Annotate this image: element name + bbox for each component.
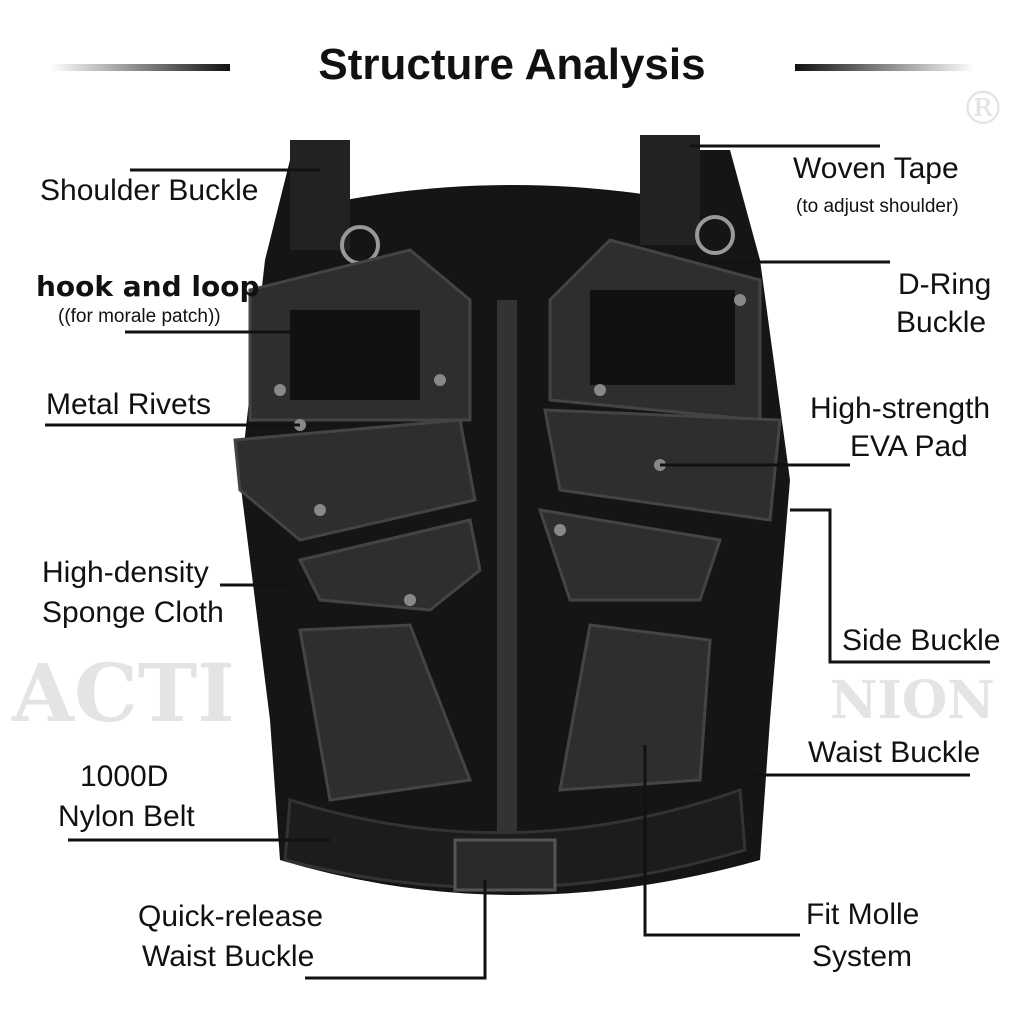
eva-pad: [233, 418, 477, 542]
label-sponge-line2: Sponge Cloth: [42, 596, 224, 629]
label-woven-tape-note: (to adjust shoulder): [796, 196, 959, 217]
label-hook-and-loop-note: ((for morale patch)): [58, 306, 221, 327]
label-d-ring-line1: D-Ring: [898, 268, 992, 301]
label-side-buckle: Side Buckle: [842, 624, 1001, 657]
molle-panel: [298, 623, 473, 802]
belt-buckle: [453, 838, 557, 892]
leader-quick-release: [305, 880, 487, 980]
shoulder-strap-right: [640, 135, 700, 245]
label-shoulder-buckle: Shoulder Buckle: [40, 174, 259, 207]
watermark-left: ACTI: [12, 646, 235, 740]
label-molle-line2: System: [812, 940, 913, 973]
title-rule-left: [50, 64, 230, 71]
label-metal-rivets: Metal Rivets: [46, 388, 212, 421]
trademark-symbol: ®: [960, 81, 1006, 135]
zipper: [497, 300, 517, 840]
title-rule-right: [795, 64, 975, 71]
label-eva-line2: EVA Pad: [850, 430, 968, 463]
label-molle-line1: Fit Molle: [806, 898, 920, 931]
label-belt-line2: Nylon Belt: [58, 800, 195, 833]
label-eva-line1: High-strength: [810, 392, 991, 425]
label-waist-buckle: Waist Buckle: [808, 736, 981, 769]
velcro-patch: [590, 290, 735, 385]
label-d-ring-line2: Buckle: [896, 306, 987, 339]
label-quick-release-line1: Quick-release: [138, 900, 324, 933]
d-ring-right: [695, 215, 735, 255]
label-belt-line1: 1000D: [80, 760, 169, 793]
label-sponge-line1: High-density: [42, 556, 209, 589]
label-quick-release-line2: Waist Buckle: [142, 940, 315, 973]
leader-side-buckle: [790, 508, 990, 664]
velcro-patch: [290, 310, 420, 400]
watermark-right: NION: [830, 670, 995, 731]
eva-pad: [537, 508, 722, 602]
leader-molle: [643, 745, 800, 937]
label-woven-tape: Woven Tape: [793, 152, 959, 185]
page-title: Structure Analysis: [318, 40, 706, 89]
shoulder-strap-left: [290, 140, 350, 250]
molle-panel: [558, 623, 712, 792]
eva-pad: [297, 518, 482, 612]
label-hook-and-loop: hook and loop: [36, 270, 260, 303]
